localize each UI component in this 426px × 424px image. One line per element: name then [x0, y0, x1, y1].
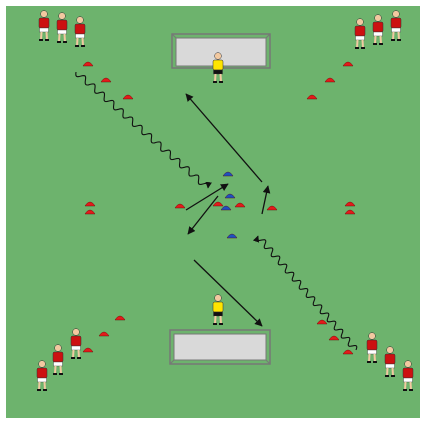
bottom-goal-net: [174, 334, 266, 360]
bottom-goal: [170, 330, 270, 364]
